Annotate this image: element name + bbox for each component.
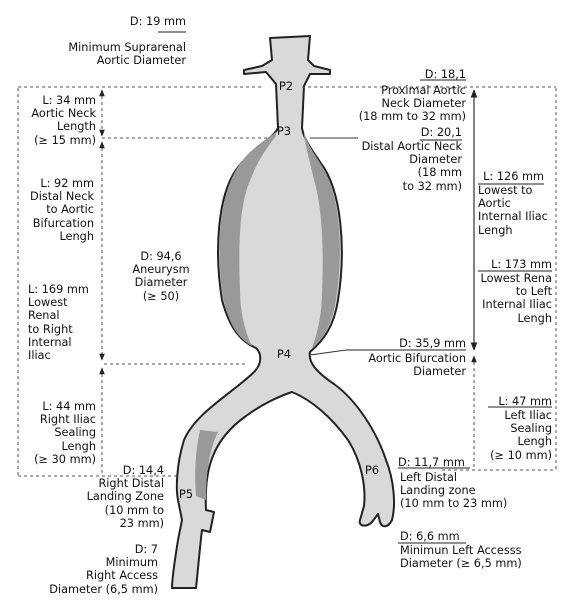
point-p2: P2 xyxy=(279,79,293,93)
point-p6: P6 xyxy=(365,463,379,477)
suprarenal-label: Minimum Suprarenal Aortic Diameter xyxy=(68,41,186,68)
proximal-neck-value: D: 18,1 xyxy=(424,68,466,81)
distal-neck-label: Distal Aortic Neck Diameter (18 mm to 32… xyxy=(361,140,462,193)
lowest-rena-left-label: Lowest Rena to Left Internal Iliac Lengh xyxy=(480,272,552,325)
neck-length-label: L: 34 mm Aortic Neck Length (≥ 15 mm) xyxy=(31,94,96,147)
lowest-aortic-internal-label: Lowest to Aortic Internal Iliac Lengh xyxy=(478,184,548,237)
left-access-value: D: 6,6 mm xyxy=(400,530,460,543)
point-p5: P5 xyxy=(179,487,193,501)
lowest-rena-left-value: L: 173 mm xyxy=(491,258,552,271)
thrombus-left xyxy=(219,132,276,346)
aorta-outline xyxy=(171,35,395,589)
left-iliac-sealing-value: L: 47 mm xyxy=(498,395,552,408)
lowest-aortic-internal-value: L: 126 mm xyxy=(483,170,544,183)
suprarenal-value: D: 19 mm xyxy=(129,15,186,28)
right-iliac-sealing-label: L: 44 mm Right Iliac Sealing Lengh (≥ 30… xyxy=(34,400,96,466)
left-iliac-sealing-label: Left Iliac Sealing Lengh (≥ 10 mm) xyxy=(490,409,552,462)
bifurcation-value: D: 35,9 mm xyxy=(399,337,466,350)
right-distal-landing-label: D: 14,4 Right Distal Landing Zone (10 mm… xyxy=(86,464,164,530)
distal-neck-bifurcation-label: L: 92 mm Distal Neck to Aortic Bifurcati… xyxy=(30,177,94,243)
bifurcation-label: Aortic Bifurcation Diameter xyxy=(368,352,466,379)
right-access-label: D: 7 Minimum Right Access Diameter (6,5 … xyxy=(49,543,158,596)
distal-neck-value: D: 20,1 xyxy=(420,126,462,139)
thrombus-right xyxy=(304,132,340,348)
aneurysm-label: D: 94,6 Aneurysm Diameter (≥ 50) xyxy=(132,250,190,303)
left-distal-landing-label: Left Distal Landing zone (10 mm to 23 mm… xyxy=(400,471,508,511)
thrombus-right-iliac xyxy=(195,430,218,500)
point-p3: P3 xyxy=(277,124,291,138)
proximal-neck-label: Proximal Aortic Neck Diameter (18 mm to … xyxy=(358,84,466,124)
left-access-label: Minimun Left Accesss Diameter (≥ 6,5 mm) xyxy=(400,544,522,571)
lowest-renal-right-label: L: 169 mm Lowest Renal to Right Internal… xyxy=(28,283,89,363)
point-p4: P4 xyxy=(277,347,291,361)
left-distal-landing-value: D: 11,7 mm xyxy=(398,456,465,469)
guide-p4-right xyxy=(309,349,347,356)
